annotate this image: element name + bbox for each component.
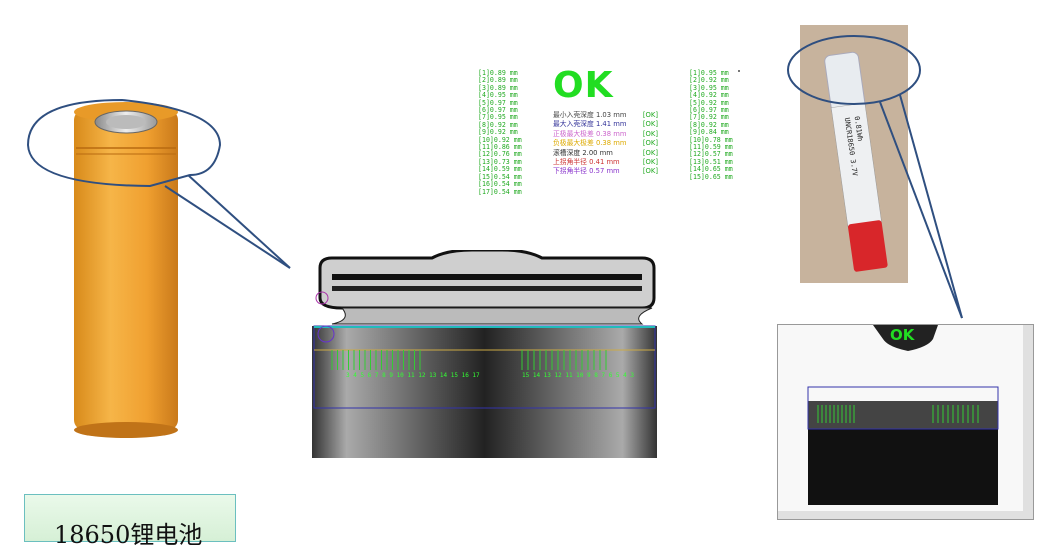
summary-status: [OK] (642, 167, 658, 176)
summary-label: 滚槽深度 2.00 mm (553, 148, 613, 157)
summary-label: 最大入壳深度 1.41 mm (553, 120, 627, 129)
svg-text:3 4 5 6 7 8 9 10 11 12 13 14 1: 3 4 5 6 7 8 9 10 11 12 13 14 15 16 17 (346, 372, 480, 379)
svg-text:15 14 13 12 11 10 9 8 7 6 5 4: 15 14 13 12 11 10 9 8 7 6 5 4 3 (522, 372, 634, 379)
summary-label: 最小入壳深度 1.03 mm (553, 111, 627, 119)
battery-photo-right: UNCR18650 3.7V 0.81Wh (800, 25, 908, 283)
summary-status: [OK] (642, 111, 658, 119)
summary-label: 上拐角半径 0.41 mm (553, 158, 620, 167)
summary-status: [OK] (642, 120, 658, 129)
right-measurement-list: [1]0.95 mm [2]0.92 mm [3]0.95 mm [4]0.92… (689, 69, 733, 181)
inspection-screen (777, 324, 1034, 520)
caption-text: 18650锂电池 (54, 521, 203, 549)
caption-box (24, 494, 236, 542)
left-measurement-list: [1]0.89 mm [2]0.89 mm [3]0.89 mm [4]0.95… (478, 69, 522, 196)
summary-status: [OK] (642, 129, 658, 138)
svg-text:0.81Wh: 0.81Wh (853, 116, 864, 142)
ok-status-label: OK (553, 65, 614, 106)
summary-label: 负极最大极差 0.38 mm (553, 139, 627, 148)
summary-status: [OK] (642, 139, 658, 148)
xray-battery-top-image: 3 4 5 6 7 8 9 10 11 12 13 14 15 16 17 15… (312, 250, 657, 458)
summary-status: [OK] (642, 148, 658, 157)
summary-row: 正极最大极差 0.38 mm [OK] (553, 130, 658, 139)
summary-row: 最大入壳深度 1.41 mm [OK] (553, 120, 658, 129)
battery-callout-line (187, 174, 291, 269)
summary-row: 滚槽深度 2.00 mm [OK] (553, 149, 658, 158)
summary-label: 正极最大极差 0.38 mm (553, 129, 627, 138)
summary-label: 下拐角半径 0.57 mm (553, 167, 620, 176)
summary-row: 下拐角半径 0.57 mm [OK] (553, 167, 658, 176)
screen-xray-image (778, 325, 1033, 519)
screen-ok-label: OK (890, 326, 915, 344)
summary-row: 上拐角半径 0.41 mm [OK] (553, 158, 658, 167)
summary-status: [OK] (642, 158, 658, 167)
summary-row: 负极最大极差 0.38 mm [OK] (553, 139, 658, 148)
stray-dot (738, 70, 740, 72)
summary-row: 最小入壳深度 1.03 mm [OK] (553, 111, 658, 120)
battery-18650-image (74, 102, 178, 438)
summary-table: 最小入壳深度 1.03 mm[OK]最大入壳深度 1.41 mm[OK]正极最大… (553, 111, 658, 177)
